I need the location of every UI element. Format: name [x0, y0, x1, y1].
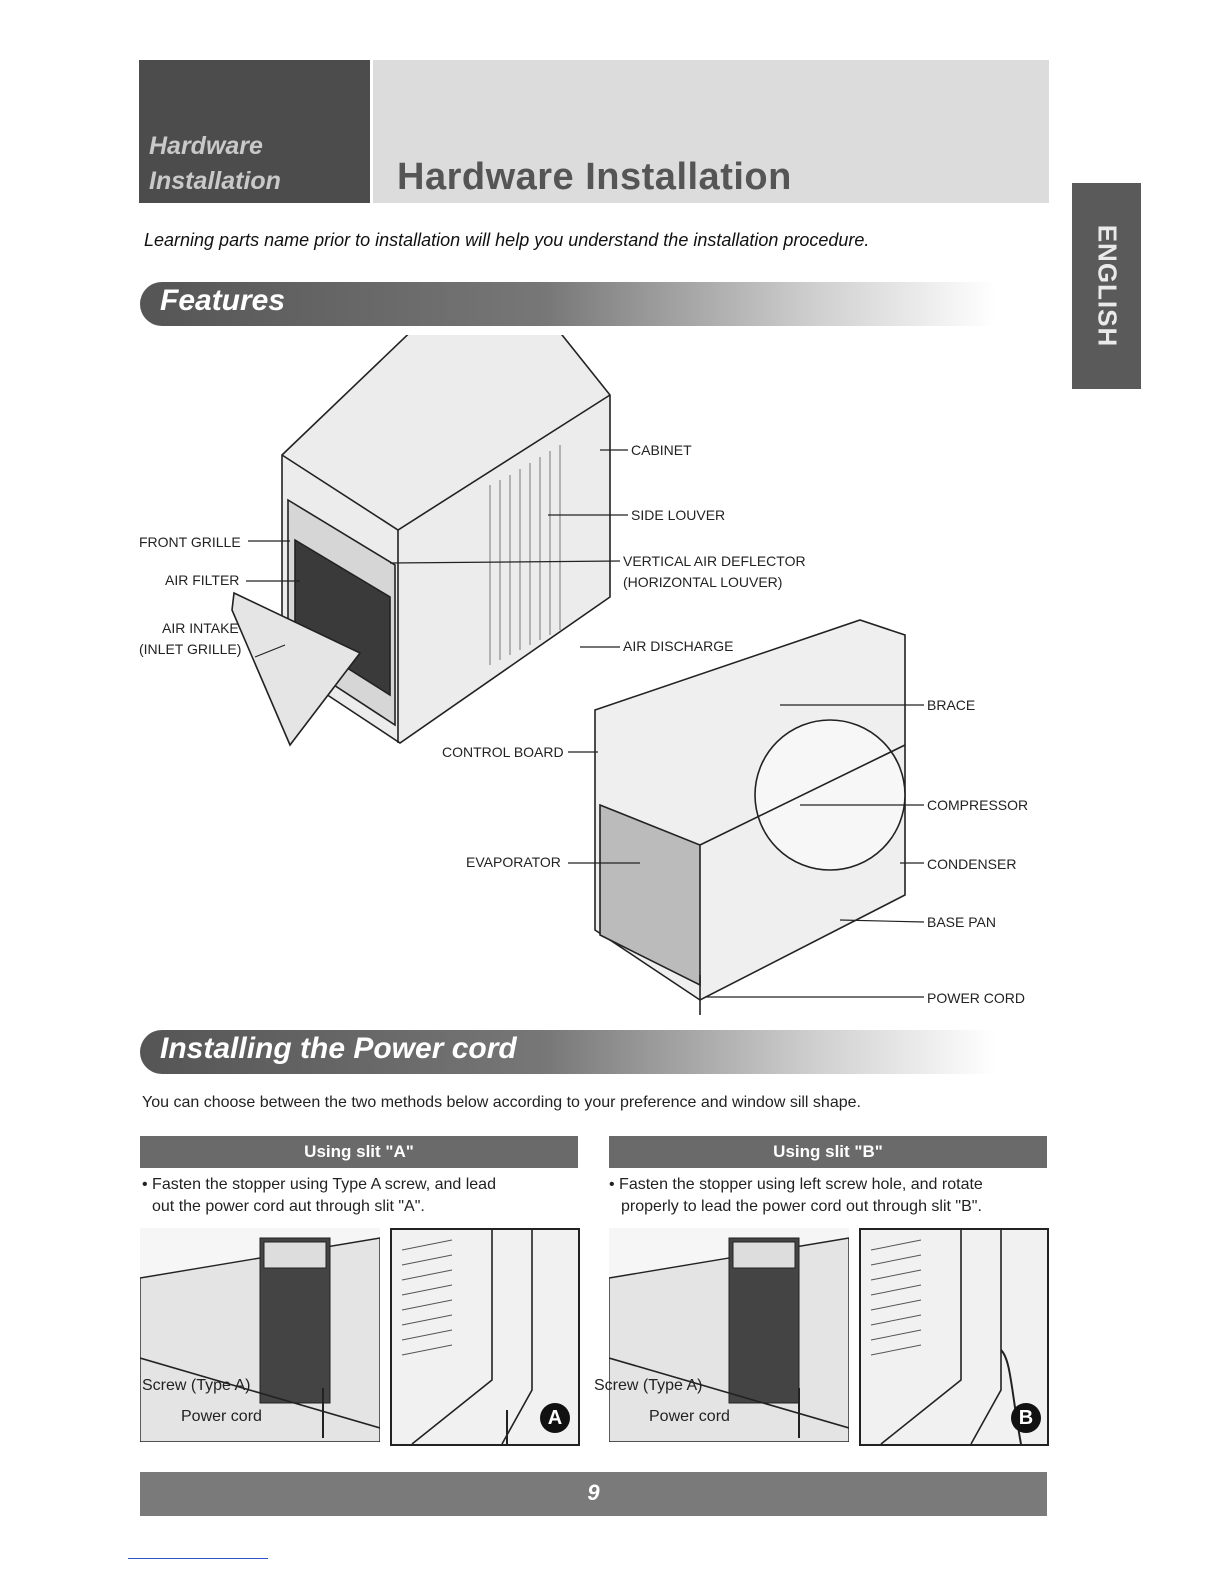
slit-a-cord-label: Power cord: [181, 1408, 262, 1426]
page-title: Hardware Installation: [397, 156, 792, 199]
label-front-grille: FRONT GRILLE: [139, 534, 241, 550]
label-vertical-air-deflector: VERTICAL AIR DEFLECTOR: [623, 553, 806, 569]
section-tab-line2: Installation: [149, 167, 281, 196]
slit-b-screw-label: Screw (Type A): [594, 1377, 702, 1395]
label-condenser: CONDENSER: [927, 856, 1016, 872]
air-conditioner-diagram: [0, 335, 1224, 1025]
slit-a-badge: A: [540, 1403, 570, 1433]
label-air-discharge: AIR DISCHARGE: [623, 638, 733, 654]
label-air-intake: AIR INTAKE: [162, 620, 239, 636]
label-control-board: CONTROL BOARD: [442, 744, 564, 760]
label-cabinet: CABINET: [631, 442, 692, 458]
label-evaporator: EVAPORATOR: [466, 854, 561, 870]
power-cord-heading: Installing the Power cord: [160, 1032, 517, 1066]
footer-bar: 9: [140, 1472, 1047, 1516]
label-power-cord: POWER CORD: [927, 990, 1025, 1006]
title-banner: Hardware Installation: [373, 60, 1049, 203]
label-side-louver: SIDE LOUVER: [631, 507, 725, 523]
power-cord-heading-bar: Installing the Power cord: [140, 1030, 1040, 1074]
label-air-filter: AIR FILTER: [165, 572, 239, 588]
language-tab-label: ENGLISH: [1091, 225, 1122, 348]
label-inlet-grille: (INLET GRILLE): [139, 641, 241, 657]
bottom-rule: [128, 1558, 268, 1559]
label-compressor: COMPRESSOR: [927, 797, 1028, 813]
intro-text: Learning parts name prior to installatio…: [144, 230, 869, 251]
slit-b-line1: • Fasten the stopper using left screw ho…: [609, 1174, 983, 1196]
label-horizontal-louver: (HORIZONTAL LOUVER): [623, 574, 782, 590]
label-brace: BRACE: [927, 697, 975, 713]
slit-a-screw-label: Screw (Type A): [142, 1377, 250, 1395]
slit-b-line2: properly to lead the power cord out thro…: [621, 1196, 982, 1218]
section-tab: Hardware Installation: [139, 60, 370, 203]
features-heading-bar: Features: [140, 282, 1040, 326]
slit-b-badge: B: [1011, 1403, 1041, 1433]
label-base-pan: BASE PAN: [927, 914, 996, 930]
slit-a-heading: Using slit "A": [140, 1136, 578, 1168]
slit-b-heading: Using slit "B": [609, 1136, 1047, 1168]
slit-b-cord-label: Power cord: [649, 1408, 730, 1426]
page-number: 9: [587, 1480, 599, 1506]
section-tab-line1: Hardware: [149, 132, 263, 161]
power-cord-intro: You can choose between the two methods b…: [142, 1092, 861, 1114]
features-heading: Features: [160, 284, 285, 318]
slit-a-line1: • Fasten the stopper using Type A screw,…: [142, 1174, 496, 1196]
slit-a-line2: out the power cord aut through slit "A".: [152, 1196, 425, 1218]
